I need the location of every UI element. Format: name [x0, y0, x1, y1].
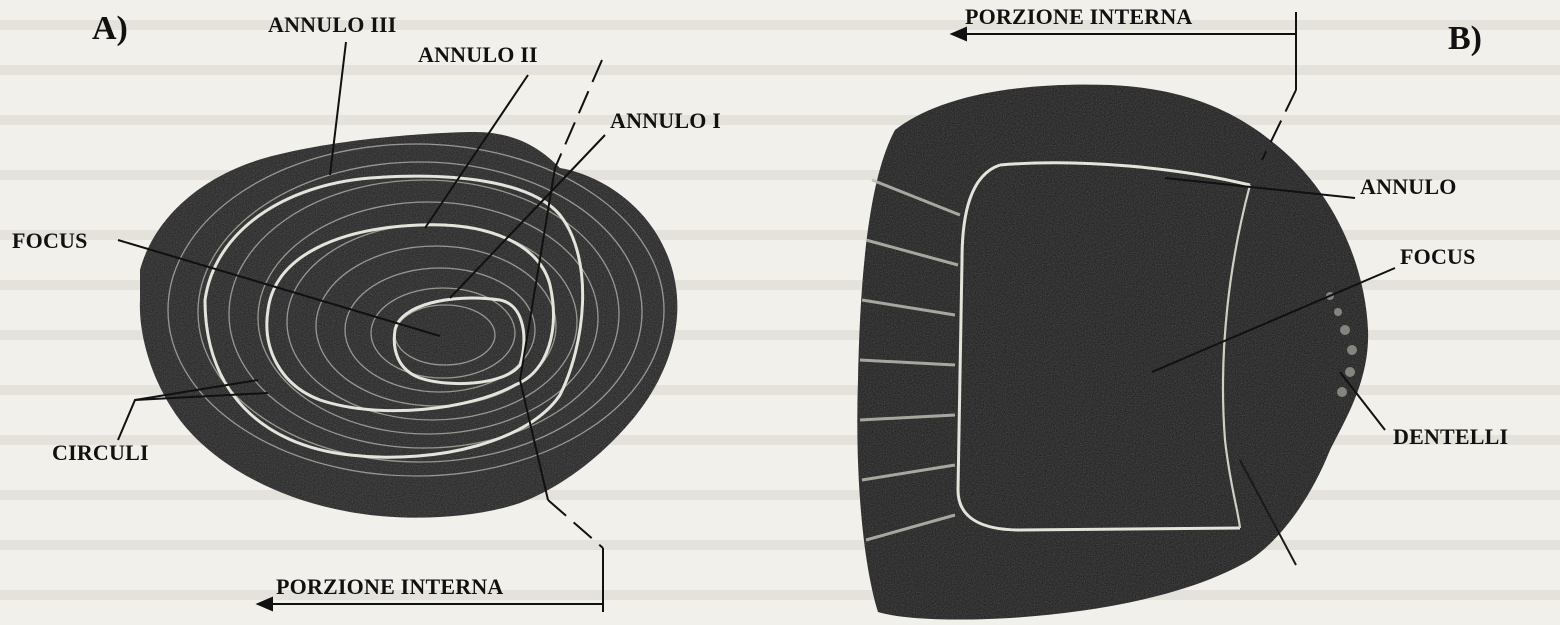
scale-b: [857, 85, 1368, 620]
label-focus-a: FOCUS: [12, 228, 88, 254]
label-annulo-iii: ANNULO III: [268, 12, 397, 38]
label-annulo-ii: ANNULO II: [418, 42, 538, 68]
label-porzione-interna-a: PORZIONE INTERNA: [276, 574, 504, 600]
label-circuli: CIRCULI: [52, 440, 149, 466]
label-annulo-i: ANNULO I: [610, 108, 721, 134]
scale-a: [140, 132, 677, 518]
dashed-axis-a-top: [555, 60, 602, 168]
panel-b-letter: B): [1448, 20, 1482, 58]
panel-a-letter: A): [92, 10, 128, 48]
label-porzione-interna-b: PORZIONE INTERNA: [965, 4, 1193, 30]
label-annulo-b: ANNULO: [1360, 174, 1457, 200]
label-focus-b: FOCUS: [1400, 244, 1476, 270]
label-dentelli: DENTELLI: [1393, 424, 1508, 450]
